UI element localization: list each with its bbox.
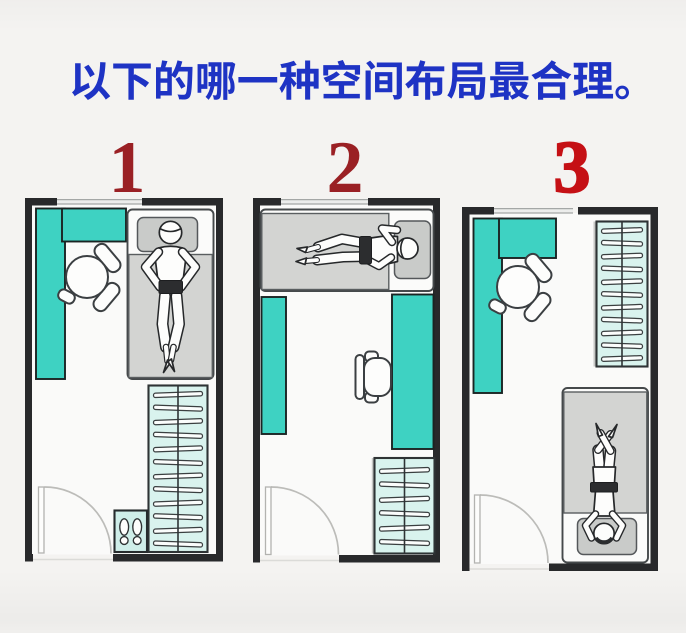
wardrobe-3 <box>595 220 649 368</box>
window-2 <box>281 198 368 205</box>
window-1 <box>57 198 142 205</box>
door-2 <box>264 486 340 556</box>
floor-plan-2 <box>253 198 440 563</box>
wardrobe-1 <box>147 384 209 554</box>
desk-2 <box>391 293 435 450</box>
person-2 <box>295 224 419 271</box>
wardrobe-2 <box>373 456 436 555</box>
person-1 <box>140 220 201 374</box>
desk-3 <box>472 217 557 394</box>
chair-3 <box>488 252 553 323</box>
question-title <box>72 60 629 100</box>
chair-1 <box>57 242 122 313</box>
chair-2 <box>354 350 392 404</box>
cabinet-2 <box>260 296 287 435</box>
window-3 <box>494 207 573 214</box>
option-number-2: 2 <box>326 127 364 209</box>
person-3 <box>581 422 627 545</box>
desk-1 <box>35 207 127 380</box>
option-number-3: 3 <box>553 127 592 209</box>
door-1 <box>37 486 112 554</box>
floor-plan-1 <box>25 198 223 562</box>
option-number-1: 1 <box>108 127 146 209</box>
shoe-mat-1 <box>113 509 149 554</box>
door-3 <box>473 494 549 564</box>
floor-plan-3 <box>462 207 658 571</box>
